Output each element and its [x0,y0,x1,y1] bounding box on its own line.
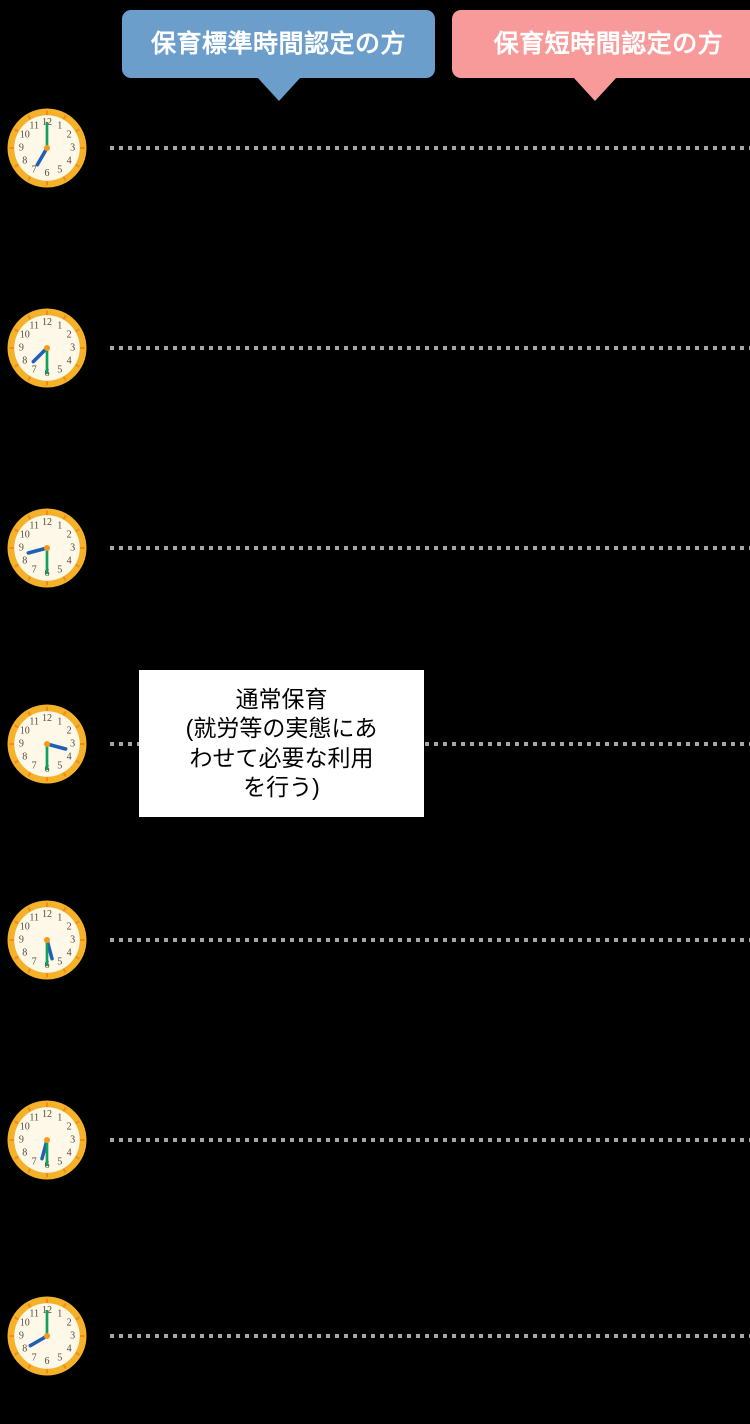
svg-text:4: 4 [67,947,72,958]
svg-text:2: 2 [67,530,72,541]
svg-text:1: 1 [57,520,62,531]
svg-text:6: 6 [44,1356,49,1367]
svg-text:4: 4 [67,751,72,762]
svg-text:9: 9 [19,143,24,154]
svg-text:3: 3 [70,935,75,946]
svg-text:9: 9 [19,1135,24,1146]
svg-text:4: 4 [67,155,72,166]
svg-text:7: 7 [32,1157,37,1168]
svg-text:11: 11 [29,1308,39,1319]
badge-standard-hours-label: 保育標準時間認定の方 [150,29,406,58]
svg-text:1: 1 [57,912,62,923]
dotted-divider [110,938,750,942]
svg-text:8: 8 [22,1147,27,1158]
badge-standard-hours[interactable]: 保育標準時間認定の方 [122,10,435,78]
svg-text:9: 9 [19,935,24,946]
clock-icon: 121234567891011 [5,702,89,786]
svg-text:2: 2 [67,726,72,737]
svg-text:10: 10 [20,922,30,933]
svg-text:4: 4 [67,555,72,566]
svg-text:1: 1 [57,1112,62,1123]
svg-text:3: 3 [70,1331,75,1342]
svg-text:3: 3 [70,739,75,750]
clock-icon: 121234567891011 [5,306,89,390]
badge-short-hours-pointer [573,77,617,101]
svg-text:11: 11 [29,716,39,727]
svg-text:2: 2 [67,130,72,141]
svg-text:5: 5 [57,165,62,176]
svg-text:5: 5 [57,761,62,772]
badge-short-hours[interactable]: 保育短時間認定の方 [452,10,750,78]
svg-text:5: 5 [57,1353,62,1364]
svg-text:12: 12 [42,909,52,920]
svg-text:5: 5 [57,957,62,968]
svg-text:3: 3 [70,143,75,154]
svg-text:6: 6 [44,168,49,179]
svg-text:4: 4 [67,1343,72,1354]
svg-text:4: 4 [67,1147,72,1158]
svg-text:11: 11 [29,1112,39,1123]
svg-text:8: 8 [22,555,27,566]
svg-text:3: 3 [70,543,75,554]
svg-text:5: 5 [57,365,62,376]
svg-text:12: 12 [42,1109,52,1120]
dotted-divider [110,346,750,350]
svg-text:7: 7 [32,565,37,576]
svg-text:2: 2 [67,922,72,933]
svg-text:9: 9 [19,739,24,750]
normal-childcare-note: 通常保育 (就労等の実態にあ わせて必要な利用 を行う) [139,670,424,817]
svg-text:8: 8 [22,155,27,166]
svg-text:11: 11 [29,320,39,331]
svg-text:10: 10 [20,726,30,737]
svg-text:1: 1 [57,1308,62,1319]
svg-text:11: 11 [29,120,39,131]
svg-text:8: 8 [22,1343,27,1354]
svg-text:2: 2 [67,1318,72,1329]
dotted-divider [110,1138,750,1142]
svg-text:7: 7 [32,165,37,176]
dotted-divider [110,742,750,746]
clock-icon: 121234567891011 [5,106,89,190]
badge-standard-hours-pointer [257,77,301,101]
clock-icon: 121234567891011 [5,506,89,590]
svg-text:10: 10 [20,130,30,141]
svg-text:11: 11 [29,520,39,531]
clock-icon: 121234567891011 [5,1294,89,1378]
svg-text:4: 4 [67,355,72,366]
svg-text:11: 11 [29,912,39,923]
svg-text:8: 8 [22,751,27,762]
svg-text:9: 9 [19,543,24,554]
dotted-divider [110,1334,750,1338]
badge-short-hours-label: 保育短時間認定の方 [493,29,724,58]
svg-text:1: 1 [57,716,62,727]
svg-text:7: 7 [32,1353,37,1364]
svg-text:12: 12 [42,713,52,724]
normal-childcare-note-text: 通常保育 (就労等の実態にあ わせて必要な利用 を行う) [185,685,378,800]
svg-text:7: 7 [32,957,37,968]
svg-text:10: 10 [20,330,30,341]
svg-text:9: 9 [19,1331,24,1342]
svg-text:8: 8 [22,947,27,958]
svg-text:3: 3 [70,1135,75,1146]
svg-text:5: 5 [57,1157,62,1168]
svg-text:7: 7 [32,365,37,376]
svg-text:10: 10 [20,1318,30,1329]
svg-text:1: 1 [57,120,62,131]
svg-text:12: 12 [42,317,52,328]
dotted-divider [110,146,750,150]
clock-icon: 121234567891011 [5,1098,89,1182]
svg-text:10: 10 [20,1122,30,1133]
svg-text:1: 1 [57,320,62,331]
svg-text:2: 2 [67,1122,72,1133]
svg-text:3: 3 [70,343,75,354]
svg-text:5: 5 [57,565,62,576]
svg-text:9: 9 [19,343,24,354]
svg-text:8: 8 [22,355,27,366]
dotted-divider [110,546,750,550]
svg-text:2: 2 [67,330,72,341]
svg-text:10: 10 [20,530,30,541]
svg-text:7: 7 [32,761,37,772]
clock-icon: 121234567891011 [5,898,89,982]
svg-text:12: 12 [42,517,52,528]
